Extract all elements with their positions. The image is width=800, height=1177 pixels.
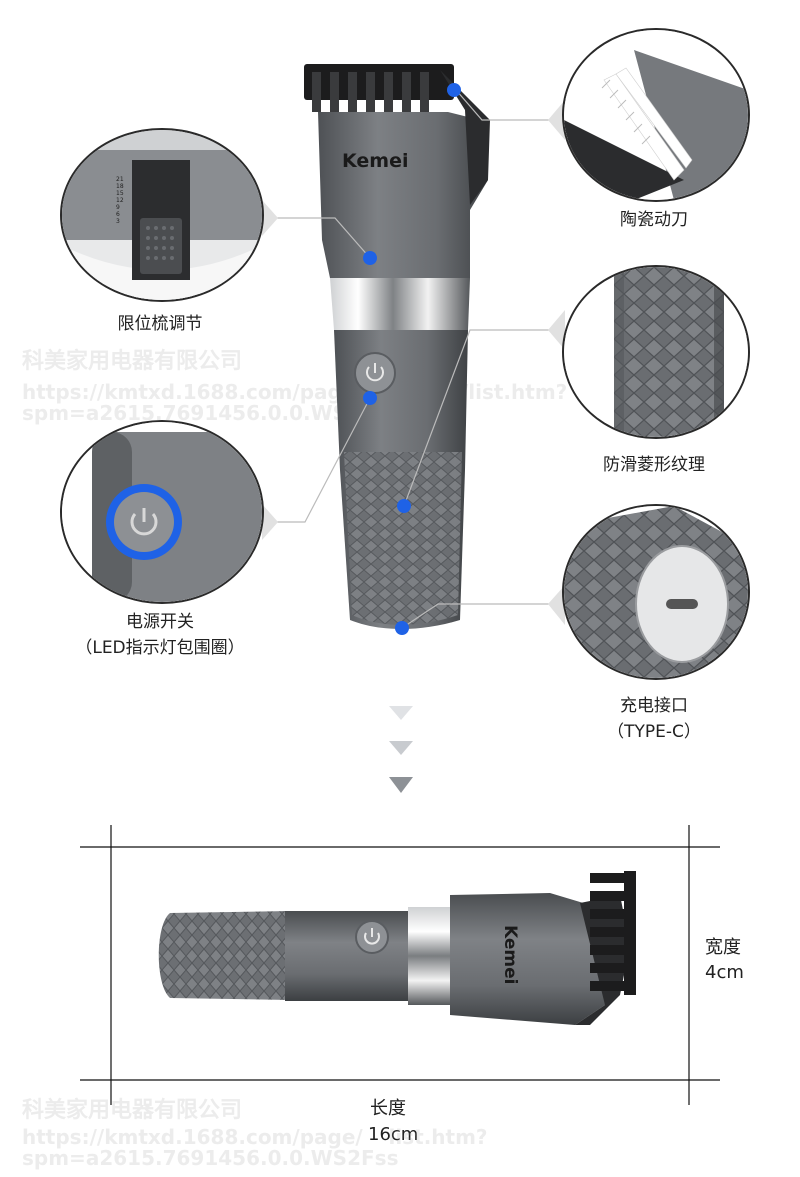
down-arrow-icon xyxy=(389,706,413,720)
callout-power-switch xyxy=(60,420,264,604)
comb-scale: 21 18 15 12 9 6 3 xyxy=(116,176,124,225)
width-label: 宽度 xyxy=(705,937,741,958)
callout-texture xyxy=(562,265,750,439)
comb-scale-tick: 18 xyxy=(116,183,124,190)
down-arrow-icon xyxy=(389,777,413,793)
ceramic-blade-detail xyxy=(564,30,748,200)
callout-charging-port xyxy=(562,504,750,680)
charging-port-detail xyxy=(564,506,748,678)
comb-scale-tick: 9 xyxy=(116,204,120,211)
comb-scale-tick: 15 xyxy=(116,190,124,197)
down-arrows xyxy=(389,706,413,793)
brand-logo-vertical: Kemei xyxy=(342,150,409,172)
callout-ceramic-blade xyxy=(562,28,750,202)
brand-logo-horizontal: Kemei xyxy=(500,925,520,985)
label-ceramic-blade: 陶瓷动刀 xyxy=(620,210,688,230)
label-charging-port-sub: （TYPE-C） xyxy=(607,722,701,742)
watermark-url-tail2: Fss xyxy=(361,1146,399,1170)
label-comb-adjust: 限位梳调节 xyxy=(117,314,203,334)
texture-detail xyxy=(564,267,748,437)
label-power-switch-sub: （LED指示灯包围圈） xyxy=(75,638,245,658)
length-label: 长度 xyxy=(370,1098,406,1119)
label-texture: 防滑菱形纹理 xyxy=(603,455,705,475)
marker-dot-port xyxy=(395,621,409,635)
down-arrow-icon xyxy=(389,741,413,755)
label-charging-port: 充电接口 xyxy=(620,696,688,716)
marker-dot-comb xyxy=(363,251,377,265)
comb-scale-tick: 12 xyxy=(116,197,124,204)
marker-dot-texture xyxy=(397,499,411,513)
clipper-horizontal-illustration xyxy=(158,871,636,1025)
label-power-switch: 电源开关 xyxy=(126,612,194,632)
marker-dot-blade xyxy=(447,83,461,97)
width-value: 4cm xyxy=(705,962,744,983)
comb-teeth xyxy=(304,64,454,112)
watermark-url-bottom-2: spm=a2615.7691456.0.0.WS2Fss xyxy=(22,1146,398,1170)
comb-scale-tick: 6 xyxy=(116,211,120,218)
comb-adjust-detail xyxy=(62,130,262,300)
marker-dot-power xyxy=(363,391,377,405)
power-switch-detail xyxy=(62,422,262,602)
comb-scale-tick: 3 xyxy=(116,218,120,225)
watermark-url-part: https://kmtxd.1688.com/page/ xyxy=(22,1125,363,1149)
length-value: 16cm xyxy=(368,1124,419,1145)
dimension-frame xyxy=(80,825,720,1105)
comb-scale-tick: 21 xyxy=(116,176,124,183)
callout-comb-adjust: 21 18 15 12 9 6 3 xyxy=(60,128,264,302)
watermark-url-part2: spm=a2615.7691456.0.0.WS2 xyxy=(22,1146,361,1170)
